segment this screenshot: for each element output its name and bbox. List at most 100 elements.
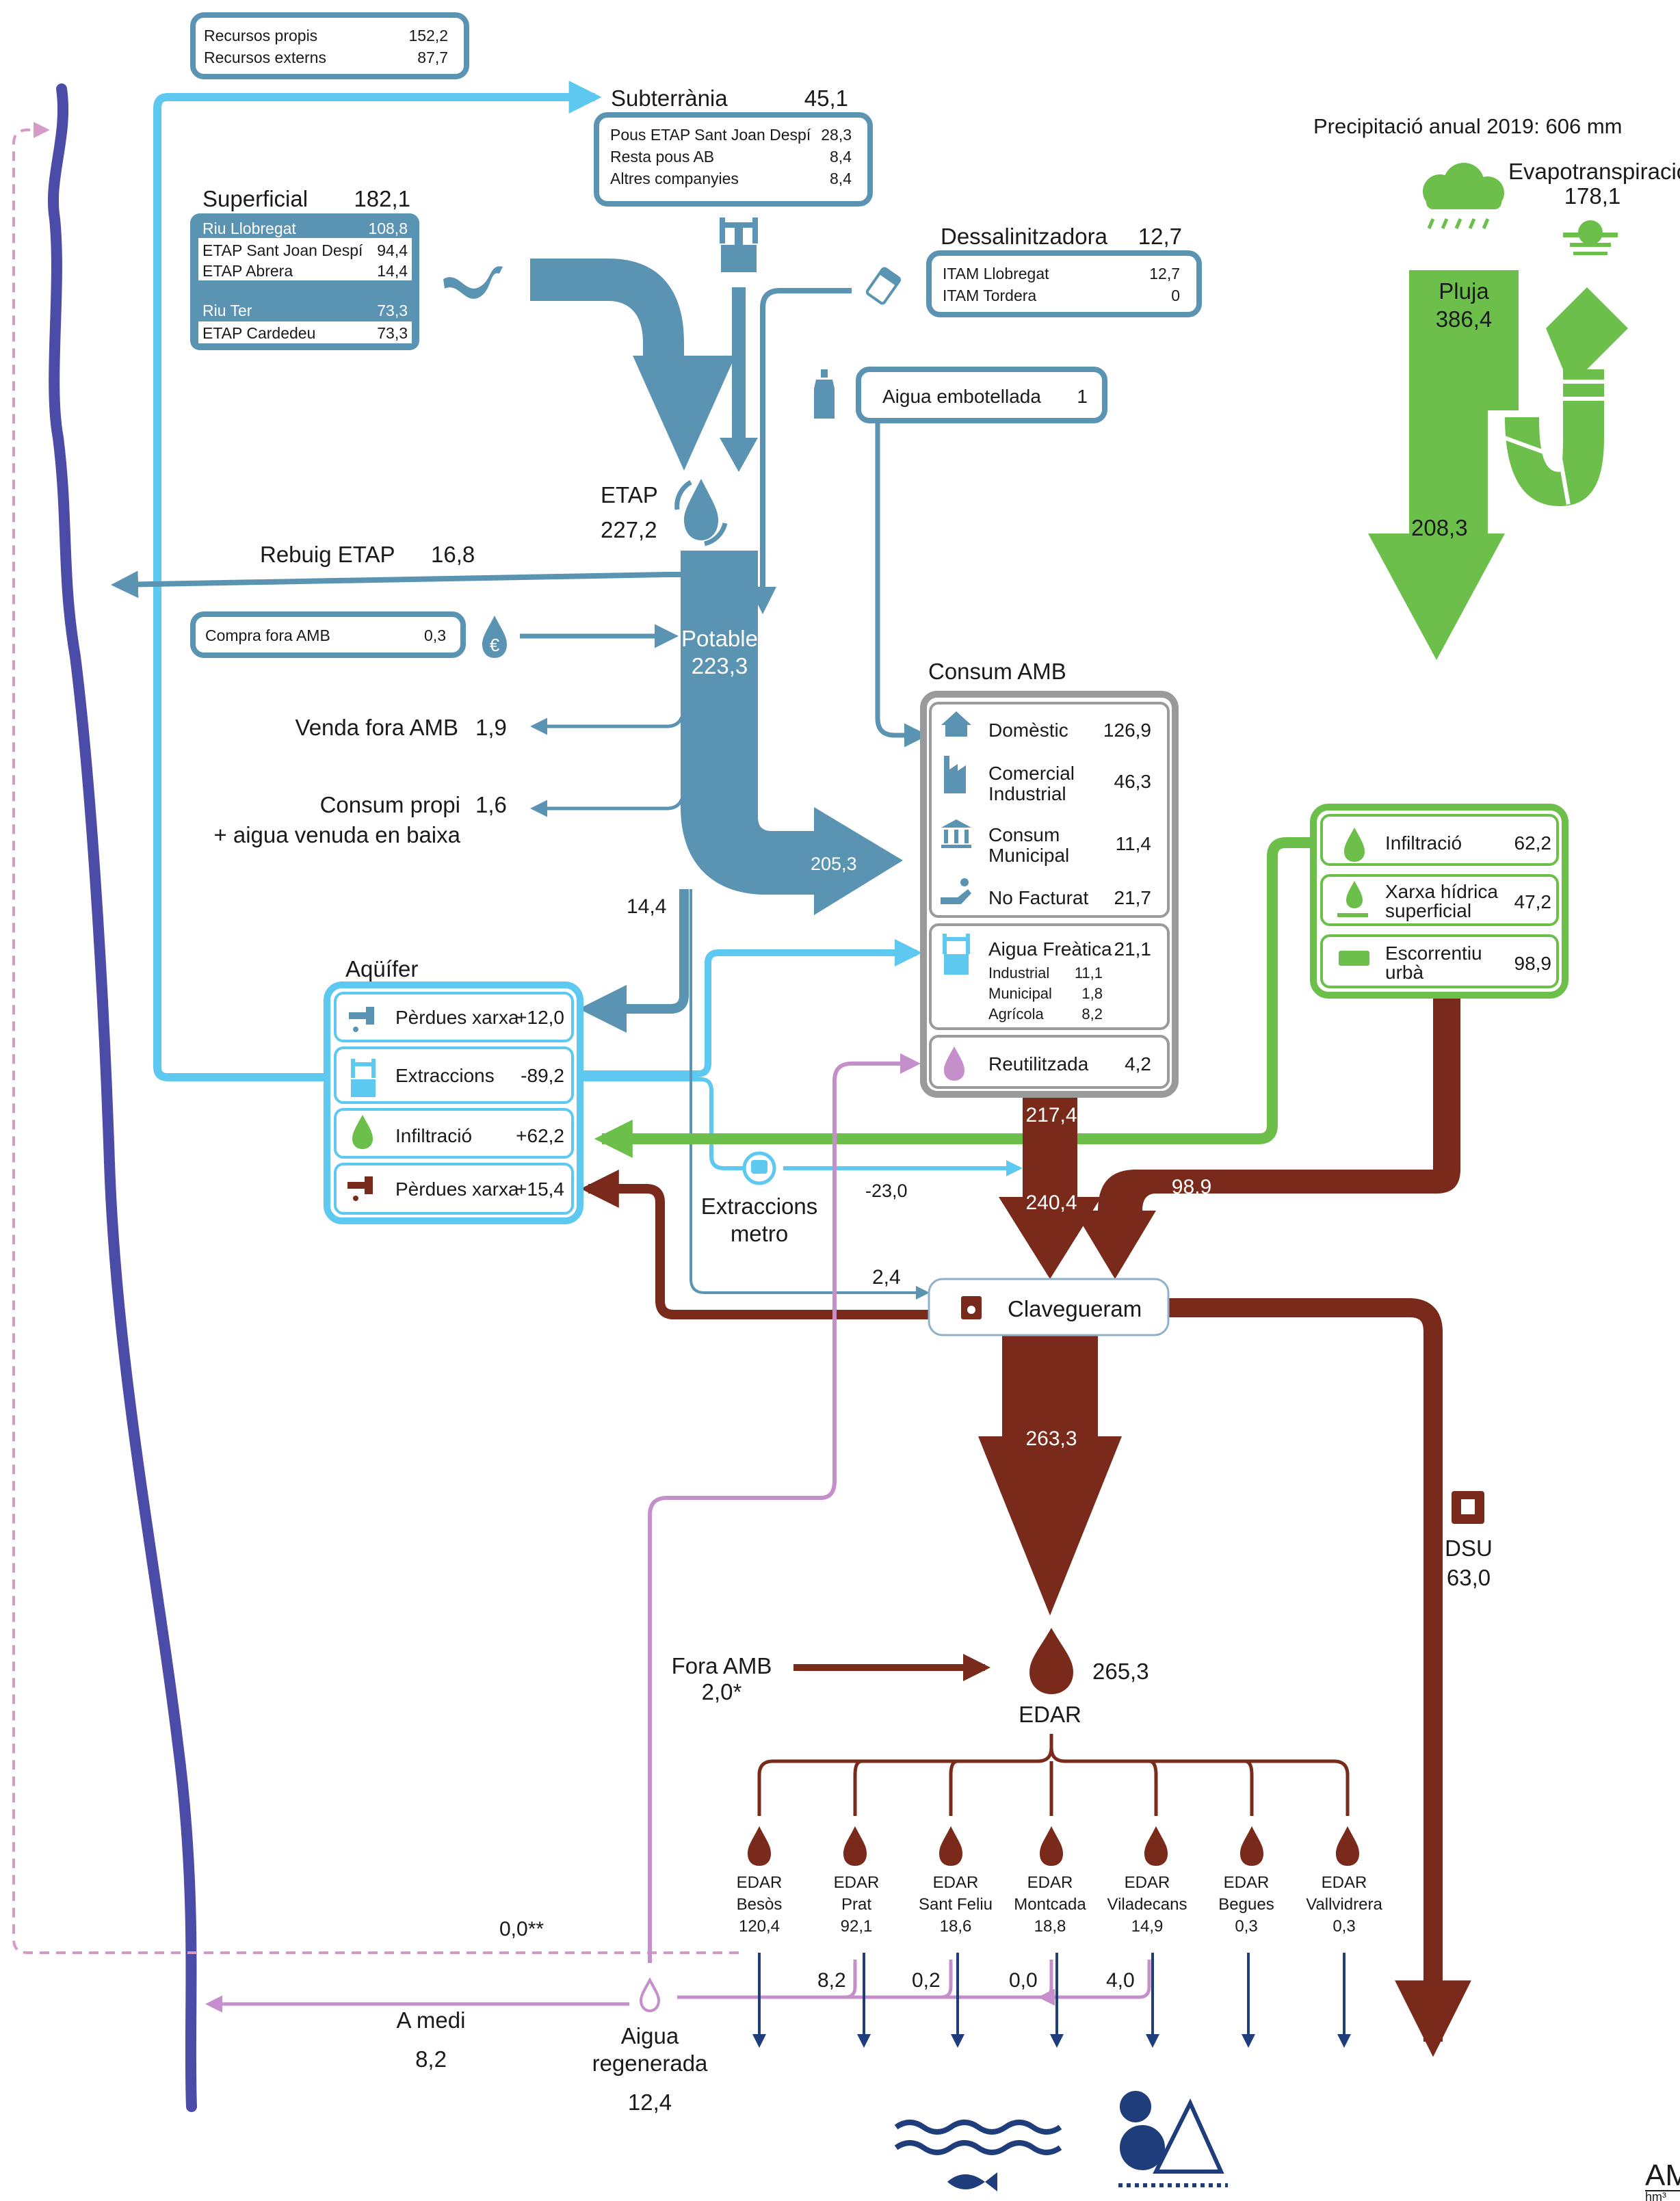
dessalinitzadora-box: Dessalinitzadora 12,7 ITAM Llobregat 12,… [926, 224, 1202, 317]
clavegueram-icon [961, 1296, 982, 1319]
aquifer-tap-icon [349, 1007, 374, 1032]
aquifer-row-label: Pèrdues xarxa [395, 1007, 519, 1028]
aquifer-title: Aqüífer [345, 956, 418, 981]
freatica-sub-value: 8,2 [1081, 1005, 1103, 1023]
evapo-label: Evapotranspiració [1508, 159, 1680, 184]
consum-row-value: 46,3 [1114, 771, 1152, 792]
subterrania-row-value: 28,3 [821, 126, 852, 144]
superficial-row-label: ETAP Sant Joan Despí [202, 241, 363, 259]
edar-tree [757, 1734, 1350, 1816]
aquifer-row-label: Pèrdues xarxa [395, 1178, 519, 1200]
edar-value: 265,3 [1092, 1659, 1149, 1684]
edar-plant-name: Begues [1218, 1895, 1274, 1914]
escorrentiu-to-clavegueram-arrow [1074, 992, 1460, 1279]
right-green-box: Infiltració 62,2 Xarxa hídrica superfici… [1310, 804, 1569, 999]
dessal-row-value: 0 [1171, 287, 1180, 304]
extraction-to-freatica-arrow [578, 939, 922, 1077]
compra-box: Compra fora AMB 0,3 [190, 611, 466, 658]
edar-label: EDAR [1019, 1702, 1081, 1727]
compra-label: Compra fora AMB [205, 627, 330, 644]
footer-unit: hm³ [1645, 2190, 1666, 2201]
extraction-to-metro-arrow [578, 1077, 1019, 1168]
right-row-label: Infiltració [1385, 832, 1462, 854]
consum-row-label: Domèstic [988, 720, 1068, 741]
right-row-label-2: superficial [1385, 900, 1471, 921]
right-row-label: Escorrentiu [1385, 943, 1482, 964]
clavegueram-box: Clavegueram [928, 1278, 1170, 1336]
aquifer-row-label: Infiltració [395, 1125, 472, 1146]
flow-989-label: 98,9 [1172, 1176, 1211, 1198]
subterrania-row-label: Altres companyies [610, 170, 739, 187]
euro-drop-icon: € [482, 616, 507, 658]
hand-drop-icon [941, 878, 971, 904]
freatica-sub-label: Agrícola [988, 1005, 1044, 1023]
regen-flow-label: 4,0 [1106, 1969, 1135, 1992]
flow-2174-bg [1023, 1100, 1077, 1127]
rebuig-arrow [111, 570, 683, 598]
metro-label-2: metro [731, 1221, 788, 1246]
perdues-xarxa-blue-arrow [579, 889, 689, 1033]
externs-label: Recursos externs [204, 49, 326, 66]
consum-row-label-2: Industrial [988, 783, 1066, 804]
consum-row-label: Comercial [988, 763, 1075, 784]
rain-cloud-icon [1423, 163, 1504, 229]
edar-plant-label: EDAR [737, 1873, 783, 1892]
consum-propi-label-2: + aigua venuda en baixa [213, 822, 460, 847]
escorrentiu-icon [1339, 951, 1369, 966]
freatica-sub-value: 11,1 [1075, 964, 1103, 981]
edar-plant-name: Prat [841, 1895, 871, 1914]
fora-amb-label: Fora AMB [672, 1653, 772, 1678]
right-row-value: 62,2 [1514, 832, 1552, 854]
edar-plant-label: EDAR [1322, 1873, 1367, 1892]
regenerada-value: 12,4 [628, 2090, 672, 2115]
dessal-row-value: 12,7 [1149, 265, 1180, 282]
a-medi-label: A medi [397, 2007, 466, 2033]
rebuig-value: 16,8 [431, 542, 475, 567]
edar-plant-value: 92,1 [841, 1917, 873, 1936]
superficial-row-label: Riu Llobregat [202, 220, 296, 237]
edar-plant-label: EDAR [933, 1873, 979, 1892]
embotellada-label: Aigua embotellada [882, 386, 1041, 407]
dsu-icon [1452, 1491, 1484, 1524]
clavegueram-to-edar-arrow [978, 1334, 1122, 1616]
perdues-xarxa-brown-arrow [580, 1170, 930, 1319]
etap-recycle-drop-icon [674, 479, 728, 546]
river-line [47, 83, 197, 2112]
reutilitzada-arrow [648, 1053, 921, 1963]
amb-logo-text: AM [1645, 2159, 1680, 2192]
edar-plant-name: Sant Feliu [919, 1895, 993, 1914]
consum-propi-label: Consum propi [320, 792, 460, 817]
venda-value: 1,9 [475, 715, 507, 740]
edar-plant-value: 14,9 [1131, 1917, 1164, 1936]
potable-value: 223,3 [692, 653, 748, 678]
aquifer-row-value: +15,4 [516, 1178, 564, 1200]
dsu-arrow [1163, 1298, 1471, 2057]
superficial-row-value: 73,3 [377, 324, 408, 342]
aquifer-row-value: +12,0 [516, 1007, 564, 1028]
edar-plant-name: Vallvidrera [1306, 1895, 1382, 1914]
dessal-row-label: ITAM Tordera [943, 287, 1036, 304]
edar-main-icon [1029, 1628, 1073, 1694]
right-row-label: Xarxa hídrica [1385, 881, 1498, 902]
precip-label: Precipitació anual 2019: 606 mm [1313, 114, 1622, 138]
reutilitzada-drop-icon [944, 1046, 964, 1081]
clavegueram-label: Clavegueram [1008, 1296, 1142, 1321]
municipal-building-icon [941, 819, 971, 848]
metro-train-icon [742, 1151, 776, 1185]
superficial-row-label: ETAP Abrera [202, 262, 293, 280]
edar-plant-label: EDAR [834, 1873, 880, 1892]
dessal-flow [749, 288, 852, 614]
aquifer-pump-icon [351, 1059, 376, 1097]
propis-label: Recursos propis [204, 27, 317, 44]
superficial-total: 182,1 [354, 186, 410, 211]
flow-2404-label: 240,4 [1025, 1191, 1077, 1214]
rebuig-label: Rebuig ETAP [260, 542, 395, 567]
superficial-row-label: ETAP Cardedeu [202, 324, 315, 342]
evaporation-icon [1563, 220, 1618, 255]
freatica-value: 21,1 [1114, 938, 1152, 960]
edar-discharge-arrows [752, 1953, 1351, 2048]
edar-plant-name: Montcada [1014, 1895, 1086, 1914]
edar-plant-labels: EDAR Besòs 120,4 EDAR Prat 92,1 EDAR San… [737, 1873, 1383, 1936]
consum-propi-value: 1,6 [475, 792, 507, 817]
consum-row-label-2: Municipal [988, 845, 1069, 866]
